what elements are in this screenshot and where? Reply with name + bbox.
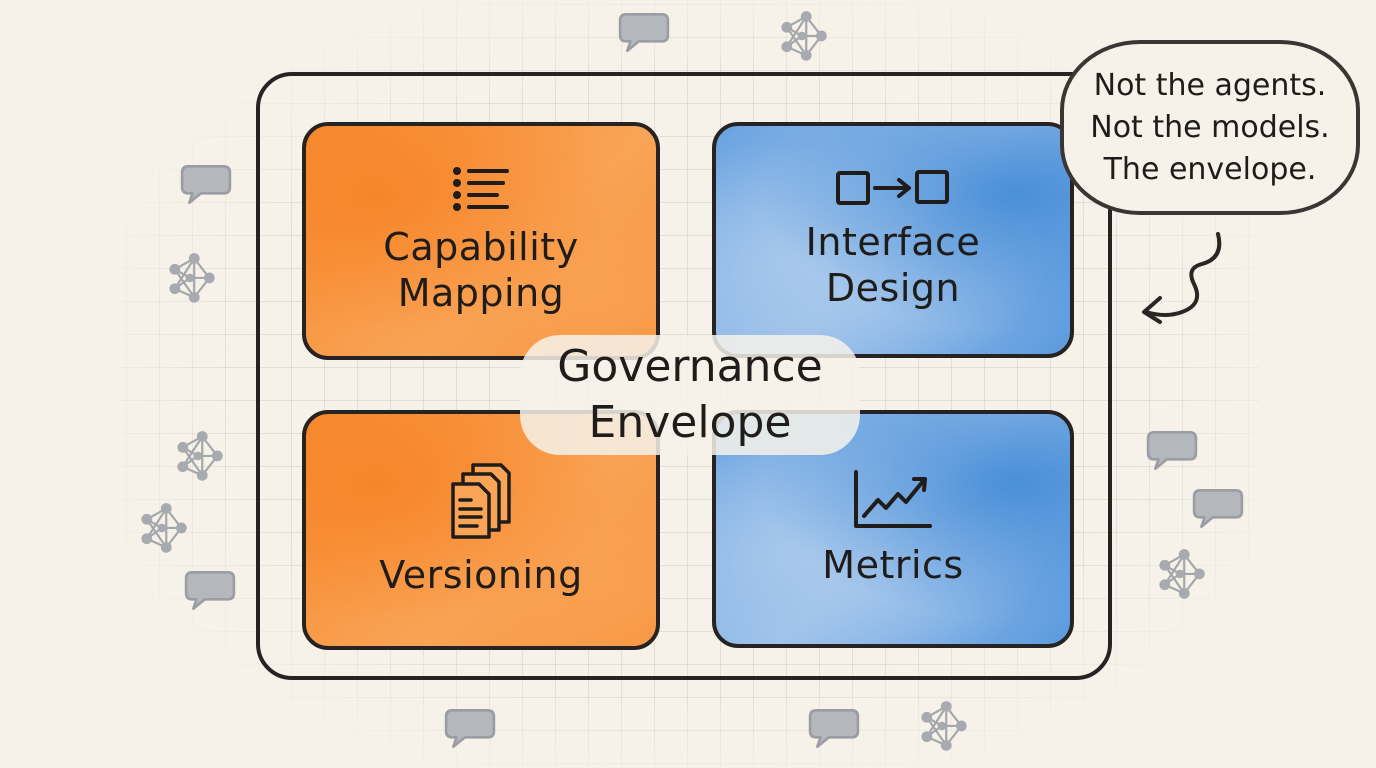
box-arrow-box-icon xyxy=(836,170,949,205)
callout-text: Not the agents. Not the models. The enve… xyxy=(1090,67,1330,187)
neural-network-icon xyxy=(164,252,218,306)
neural-network-icon xyxy=(1154,548,1208,602)
speech-bubble-icon xyxy=(808,706,860,750)
neural-network-icon xyxy=(916,700,970,754)
speech-bubble-icon xyxy=(1146,428,1198,472)
quadrant-label: Capability Mapping xyxy=(383,225,579,315)
callout-bubble: Not the agents. Not the models. The enve… xyxy=(1060,40,1360,215)
stacked-documents-icon xyxy=(451,463,511,539)
neural-network-icon xyxy=(172,430,226,484)
quadrant-label: Versioning xyxy=(379,553,583,597)
quadrant-capability-mapping[interactable]: Capability Mapping xyxy=(302,122,660,360)
speech-bubble-icon xyxy=(184,568,236,612)
line-chart-up-icon xyxy=(854,470,932,528)
quadrant-interface-design[interactable]: Interface Design xyxy=(712,122,1074,358)
neural-network-icon xyxy=(776,10,830,64)
quadrant-label: Interface Design xyxy=(805,220,981,310)
governance-envelope-frame xyxy=(256,72,1112,680)
squiggle-arrow-icon xyxy=(1142,232,1222,324)
list-icon xyxy=(453,167,509,211)
quadrant-versioning[interactable]: Versioning xyxy=(302,410,660,650)
speech-bubble-icon xyxy=(1192,486,1244,530)
speech-bubble-icon xyxy=(444,706,496,750)
quadrant-label: Metrics xyxy=(822,543,964,587)
speech-bubble-icon xyxy=(618,10,670,54)
diagram-title: Governance Envelope xyxy=(520,335,860,455)
neural-network-icon xyxy=(136,502,190,556)
speech-bubble-icon xyxy=(180,162,232,206)
